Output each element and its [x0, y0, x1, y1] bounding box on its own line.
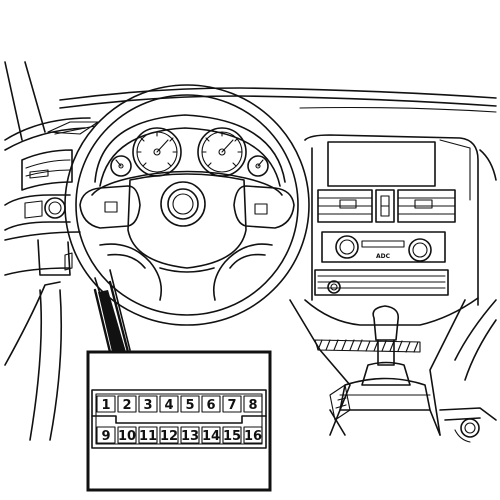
pin-box	[222, 426, 242, 444]
pin-label: 10	[118, 429, 136, 444]
pin-box	[117, 426, 137, 444]
pin-label: 1	[101, 398, 110, 413]
pin-label: 5	[185, 398, 194, 413]
pin-label: 7	[227, 398, 236, 413]
console-trim	[314, 339, 421, 353]
pin-label: 8	[248, 398, 257, 413]
gear-lever	[329, 305, 441, 436]
pin-label: 13	[181, 429, 199, 444]
pin-box	[222, 395, 242, 413]
fuel-gauge	[110, 155, 132, 177]
connector-bottom-row: 9 10 11 12 13 14 15 16	[96, 426, 263, 444]
display-screen	[327, 141, 436, 187]
left-dashboard	[4, 117, 99, 441]
tachometer	[197, 127, 247, 177]
connector-top-row: 1 2 3 4 5 6 7 8	[96, 395, 263, 413]
center-vents	[317, 189, 456, 223]
pin-box	[243, 395, 263, 413]
center-console: ADC	[289, 134, 497, 443]
temperature-gauge	[247, 155, 269, 177]
pin-box	[117, 395, 137, 413]
pin-label: 2	[122, 398, 131, 413]
pin-box	[96, 395, 116, 413]
pin-box	[201, 426, 221, 444]
steering-wheel	[64, 84, 310, 326]
windshield-frame	[4, 61, 497, 141]
pin-box	[96, 426, 116, 444]
pin-box	[243, 426, 263, 444]
pin-box	[201, 395, 221, 413]
adc-label: ADC	[376, 253, 391, 260]
pin-label: 3	[143, 398, 152, 413]
speedometer	[132, 127, 182, 177]
callout-pointer	[93, 280, 130, 354]
connector-inset: 1 2 3 4 5 6 7 8 9 10 11 12 13 14 15 16	[86, 350, 272, 492]
pin-label: 16	[244, 429, 262, 444]
pin-label: 6	[206, 398, 215, 413]
pin-label: 12	[160, 429, 178, 444]
pin-box	[180, 426, 200, 444]
instrument-cluster	[94, 114, 286, 187]
pin-box	[159, 426, 179, 444]
pin-label: 11	[139, 429, 157, 444]
pin-box	[138, 426, 158, 444]
climate-panel	[314, 269, 449, 296]
pin-box	[180, 395, 200, 413]
pin-label: 15	[223, 429, 241, 444]
radio-panel: ADC	[321, 231, 446, 263]
pin-box	[159, 395, 179, 413]
right-seat-edge	[439, 149, 497, 443]
pin-label: 9	[101, 429, 110, 444]
pin-box	[138, 395, 158, 413]
pin-label: 4	[164, 398, 173, 413]
pin-label: 14	[202, 429, 220, 444]
